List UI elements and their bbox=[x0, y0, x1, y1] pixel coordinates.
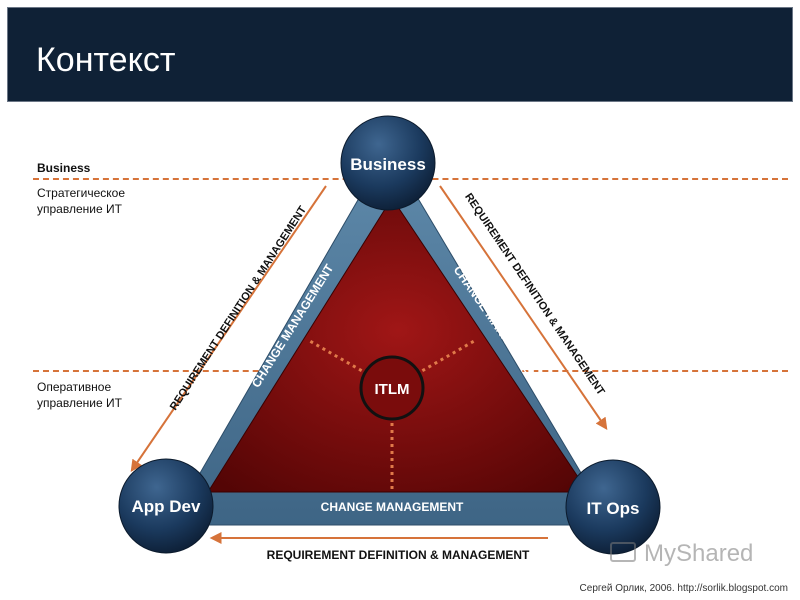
zone-label-operational-1: Оперативное bbox=[37, 380, 112, 394]
node-business: Business bbox=[340, 115, 436, 211]
node-it-ops: IT Ops bbox=[565, 459, 661, 555]
node-itlm-label: ITLM bbox=[375, 381, 410, 398]
title-bar: Контекст bbox=[7, 7, 793, 102]
arrow-business-to-itops bbox=[439, 185, 608, 430]
page-title: Контекст bbox=[36, 41, 176, 79]
watermark: MyShared bbox=[610, 538, 770, 568]
node-app-dev-label: App Dev bbox=[132, 497, 202, 516]
req-def-bottom-label: REQUIREMENT DEFINITION & MANAGEMENT bbox=[267, 548, 530, 562]
inner-red-triangle bbox=[207, 197, 589, 493]
zone-label-operational-2: управление ИТ bbox=[37, 396, 122, 410]
node-business-label: Business bbox=[350, 155, 426, 174]
change-mgmt-bottom-label: CHANGE MANAGEMENT bbox=[321, 500, 464, 514]
zone-label-business: Business bbox=[37, 161, 91, 175]
zone-label-strategic-2: управление ИТ bbox=[37, 202, 122, 216]
node-itlm: ITLM bbox=[359, 355, 425, 421]
presentation-icon bbox=[610, 542, 636, 562]
watermark-text: MyShared bbox=[644, 540, 754, 567]
node-it-ops-label: IT Ops bbox=[587, 499, 640, 518]
arrow-business-to-appdev bbox=[130, 185, 327, 472]
footer-credit: Сергей Орлик, 2006. http://sorlik.blogsp… bbox=[579, 583, 788, 594]
node-app-dev: App Dev bbox=[118, 458, 214, 554]
zone-label-strategic-1: Стратегическое bbox=[37, 186, 126, 200]
